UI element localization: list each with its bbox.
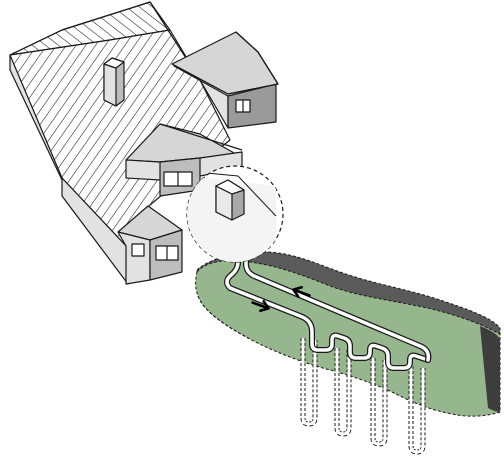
chimney: [104, 58, 124, 106]
window: [132, 244, 144, 256]
